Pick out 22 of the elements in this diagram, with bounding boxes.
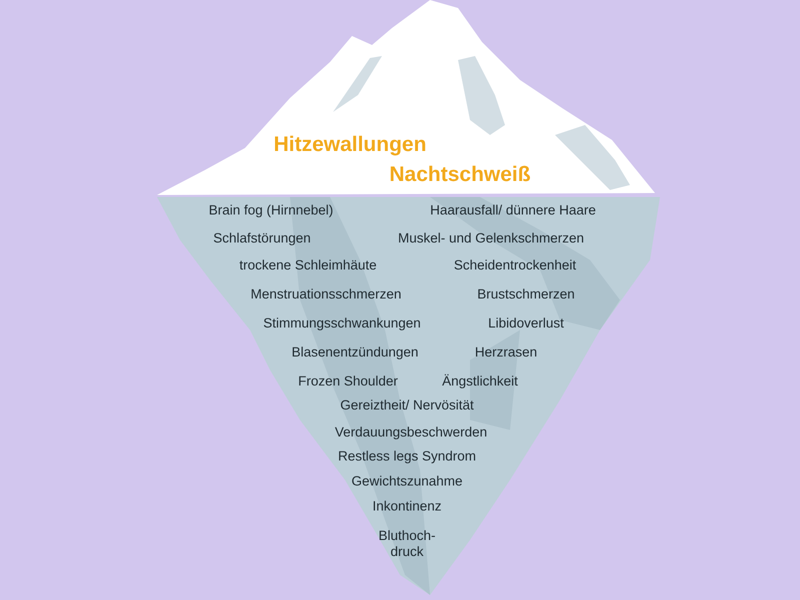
symptom-label: Brustschmerzen bbox=[477, 286, 575, 302]
symptom-label: Menstruationsschmerzen bbox=[250, 286, 402, 302]
symptom-label: Restless legs Syndrom bbox=[338, 448, 476, 464]
symptom-label: Stimmungsschwankungen bbox=[263, 316, 421, 330]
symptom-label: Gereiztheit/ Nervösität bbox=[340, 398, 474, 412]
symptom-label: Verdauungsbeschwerden bbox=[334, 424, 488, 440]
symptom-label: Brain fog (Hirnnebel) bbox=[208, 202, 334, 218]
symptom-label: Haarausfall/ dünnere Haare bbox=[430, 202, 596, 218]
headline-symptom: Hitzewallungen bbox=[274, 133, 426, 157]
symptom-label: Frozen Shoulder bbox=[298, 374, 398, 388]
symptom-label: Blasenentzündungen bbox=[292, 344, 418, 360]
symptom-label: Muskel- und Gelenkschmerzen bbox=[398, 230, 584, 246]
symptom-label: Libidoverlust bbox=[488, 316, 564, 330]
symptom-label: Schlafstörungen bbox=[213, 230, 311, 246]
headline-symptom: Nachtschweiß bbox=[389, 163, 531, 187]
symptom-label: Inkontinenz bbox=[372, 498, 442, 514]
symptom-label: Bluthoch- druck bbox=[377, 528, 437, 560]
symptom-label: Ängstlichkeit bbox=[442, 374, 518, 388]
symptom-label: Gewichtszunahme bbox=[351, 474, 463, 488]
symptom-label: Scheidentrockenheit bbox=[454, 258, 576, 272]
symptom-label: trockene Schleimhäute bbox=[239, 258, 377, 272]
symptom-label: Herzrasen bbox=[474, 344, 538, 360]
